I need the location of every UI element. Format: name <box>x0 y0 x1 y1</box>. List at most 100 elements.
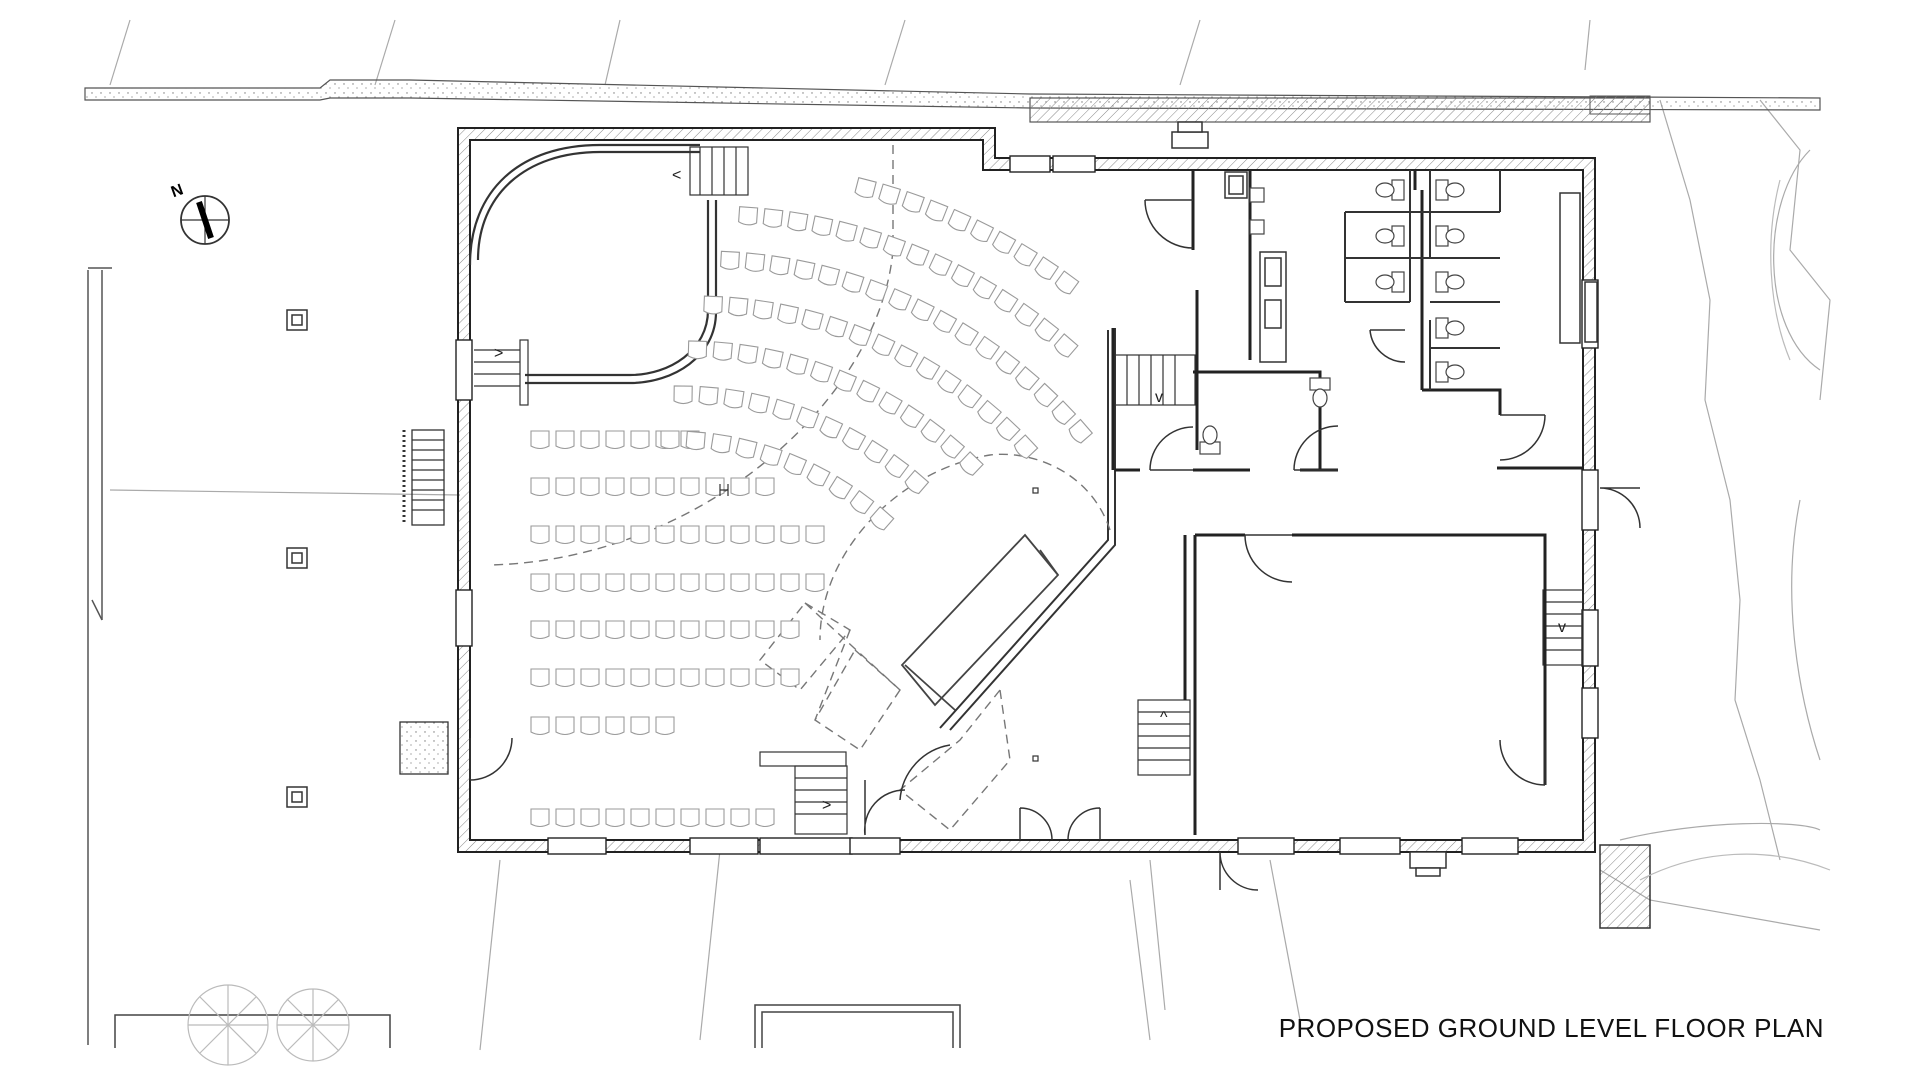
seat <box>817 264 841 286</box>
windows <box>455 155 1599 855</box>
seat <box>605 668 625 688</box>
seat <box>555 477 575 497</box>
seat <box>894 344 919 368</box>
seat <box>780 525 800 545</box>
seat <box>871 333 896 356</box>
seat <box>727 296 749 317</box>
seat <box>869 505 895 531</box>
seat <box>687 340 708 360</box>
seat <box>555 808 575 828</box>
seat <box>805 573 825 593</box>
seat <box>859 227 883 249</box>
seat <box>1014 302 1040 327</box>
seat <box>954 322 980 346</box>
seat <box>884 453 910 479</box>
seat <box>959 451 984 476</box>
seat <box>730 668 750 688</box>
seat <box>762 208 784 228</box>
seat <box>530 620 550 640</box>
seat <box>863 439 889 464</box>
seat <box>805 525 825 545</box>
stair-arrow: v <box>1155 389 1163 406</box>
seat <box>673 385 693 405</box>
seat <box>680 620 700 640</box>
equipment-boxes <box>1171 121 1447 877</box>
site-fence <box>87 267 112 1045</box>
seat <box>957 384 983 409</box>
seat <box>901 190 925 213</box>
seat <box>1068 418 1094 444</box>
seat <box>910 298 935 321</box>
seat <box>755 477 775 497</box>
site-piers <box>286 309 308 808</box>
seat <box>928 253 953 276</box>
seat <box>752 299 774 320</box>
seat <box>738 206 759 226</box>
seat <box>835 220 858 242</box>
seat <box>530 716 550 736</box>
seat <box>680 525 700 545</box>
seat <box>761 347 784 369</box>
seat <box>705 525 725 545</box>
seat <box>720 250 740 270</box>
seat <box>841 426 867 450</box>
seat <box>705 808 725 828</box>
seat <box>655 525 675 545</box>
seat <box>630 716 650 736</box>
seat <box>580 808 600 828</box>
seat <box>920 418 946 443</box>
seat <box>819 415 844 439</box>
seat <box>744 252 766 272</box>
seat <box>995 416 1021 442</box>
seat <box>841 271 865 293</box>
seat <box>878 183 902 205</box>
seat <box>924 199 949 222</box>
bottom-right-wall <box>1599 844 1651 929</box>
seat <box>793 259 816 280</box>
seat <box>780 620 800 640</box>
seat <box>865 279 889 301</box>
seat <box>796 406 820 429</box>
exterior-walls <box>457 127 1596 853</box>
seat <box>882 234 907 257</box>
seat <box>605 620 625 640</box>
seat <box>630 525 650 545</box>
seat <box>580 620 600 640</box>
seat <box>605 477 625 497</box>
seat <box>555 430 575 450</box>
side-entry-pad <box>399 721 449 775</box>
seat <box>680 573 700 593</box>
seat <box>530 808 550 828</box>
seat <box>991 230 1017 254</box>
north-label: N <box>169 181 186 201</box>
seat <box>530 573 550 593</box>
seat <box>530 525 550 545</box>
north-arrow: N <box>169 181 230 245</box>
seat <box>755 668 775 688</box>
seat <box>769 255 791 276</box>
seat <box>947 208 972 232</box>
stair-arrow: > <box>822 797 831 814</box>
seat <box>530 668 550 688</box>
seat <box>995 350 1021 375</box>
seat <box>972 275 998 300</box>
auditorium-curved-partition <box>468 143 718 385</box>
seat <box>580 525 600 545</box>
seat <box>605 716 625 736</box>
seat <box>940 434 966 459</box>
seat <box>970 219 995 242</box>
left-entry-stair <box>402 429 445 526</box>
seat <box>809 360 834 383</box>
seat <box>555 573 575 593</box>
seat <box>737 343 759 364</box>
seat <box>605 573 625 593</box>
seat <box>977 399 1002 425</box>
seat <box>1013 242 1038 267</box>
bottom-site-objects <box>114 1004 961 1048</box>
toilet-fixtures <box>1199 179 1465 455</box>
stair-arrow: ^ <box>1160 709 1168 726</box>
counters <box>1224 171 1598 363</box>
seat <box>747 392 771 414</box>
stage-platform <box>900 533 1060 711</box>
seat <box>580 716 600 736</box>
